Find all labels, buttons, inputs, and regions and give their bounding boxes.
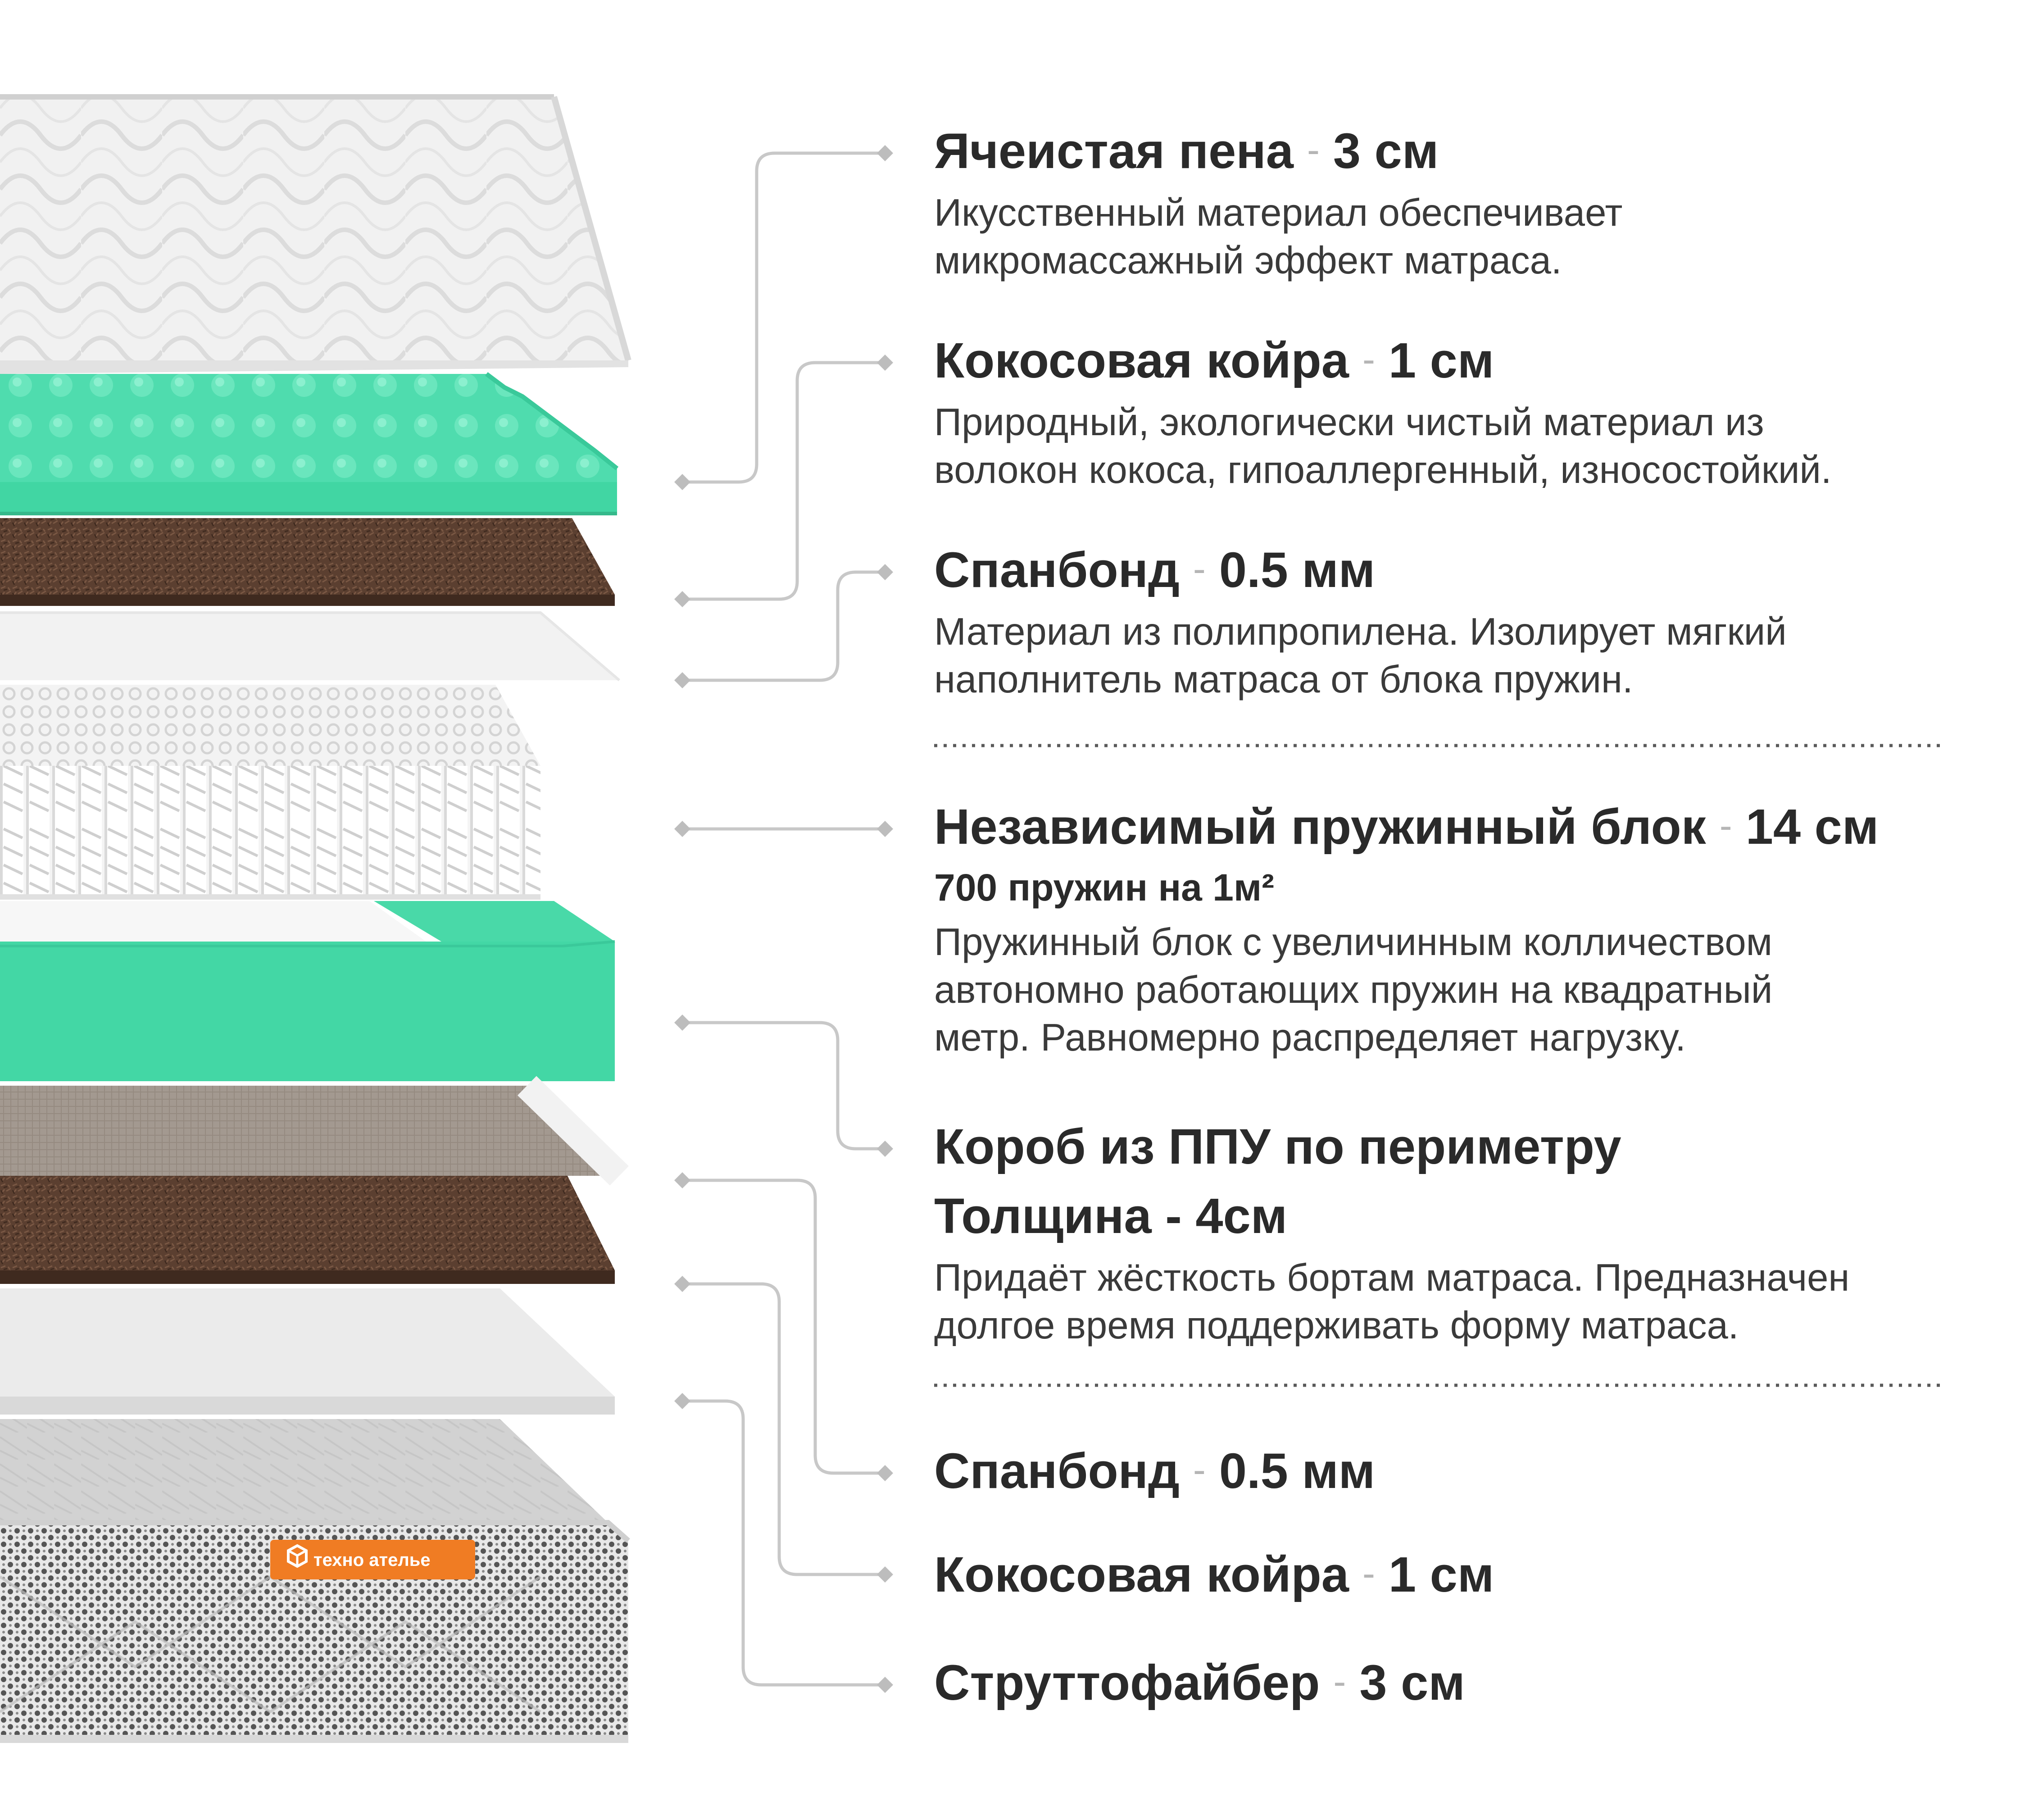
connector-6 bbox=[682, 1178, 885, 1475]
connector-8 bbox=[682, 1399, 885, 1687]
layer-title: Кокосовая койра-1 см bbox=[934, 333, 1494, 388]
layer-coir-bottom bbox=[0, 1176, 615, 1284]
layer-description: Пружинный блок с увеличинным колличество… bbox=[934, 920, 1773, 1060]
connector-1 bbox=[682, 151, 885, 484]
layer-foam-frame bbox=[0, 901, 615, 1081]
layer-coir-top bbox=[0, 518, 615, 606]
layer-title: Короб из ППУ по периметру bbox=[934, 1119, 1621, 1174]
connector-diamonds bbox=[674, 145, 893, 1693]
layer-description: Икусственный материал обеспечивает микро… bbox=[934, 191, 1623, 282]
layer-title: Спанбонд-0.5 мм bbox=[934, 1443, 1376, 1499]
layer-subtitle: Толщина - 4см bbox=[934, 1188, 1288, 1244]
label-foam-frame: Короб из ППУ по периметру Толщина - 4см … bbox=[934, 1117, 2006, 1350]
connector-lines bbox=[682, 151, 885, 1687]
label-spunbond-top: Спанбонд-0.5 мм Материал из полипропилен… bbox=[934, 541, 2006, 704]
layer-subtitle: 700 пружин на 1м² bbox=[934, 866, 1275, 909]
brand-label: техно ателье bbox=[313, 1550, 431, 1570]
label-coir-bottom: Кокосовая койра-1 см bbox=[934, 1545, 2006, 1605]
label-struttofiber: Струттофайбер-3 см bbox=[934, 1653, 2006, 1713]
layer-title: Ячеистая пена-3 см bbox=[934, 123, 1439, 179]
layer-title: Спанбонд-0.5 мм bbox=[934, 542, 1376, 598]
layer-egg-foam bbox=[0, 372, 619, 515]
layer-spunbond-top bbox=[0, 611, 620, 682]
label-spring-block: Независимый пружинный блок-14 см 700 пру… bbox=[934, 797, 2006, 1062]
label-cellular-foam: Ячеистая пена-3 см Икусственный материал… bbox=[934, 122, 2006, 285]
layer-title: Кокосовая койра-1 см bbox=[934, 1547, 1494, 1602]
connector-5 bbox=[682, 1021, 885, 1151]
label-coir-top: Кокосовая койра-1 см Природный, экологич… bbox=[934, 331, 2006, 495]
layer-spunbond-bottom bbox=[0, 1076, 629, 1186]
layer-description: Придаёт жёсткость бортам матраса. Предна… bbox=[934, 1256, 1850, 1347]
cube-logo-icon bbox=[287, 1544, 308, 1568]
layer-quilted-cover bbox=[0, 94, 631, 374]
connector-3 bbox=[682, 570, 885, 682]
connector-7 bbox=[682, 1282, 885, 1576]
brand-tag: техно ателье bbox=[270, 1540, 475, 1579]
label-spunbond-bottom: Спанбонд-0.5 мм bbox=[934, 1442, 2006, 1501]
layer-struttofiber bbox=[0, 1288, 615, 1415]
layer-spring-block bbox=[0, 685, 540, 900]
layer-description: Материал из полипропилена. Изолирует мяг… bbox=[934, 610, 1787, 701]
layer-title: Струттофайбер-3 см bbox=[934, 1655, 1465, 1711]
layer-description: Природный, экологически чистый материал … bbox=[934, 401, 1832, 492]
layer-title: Независимый пружинный блок-14 см bbox=[934, 799, 1879, 855]
connector-2 bbox=[682, 361, 885, 601]
